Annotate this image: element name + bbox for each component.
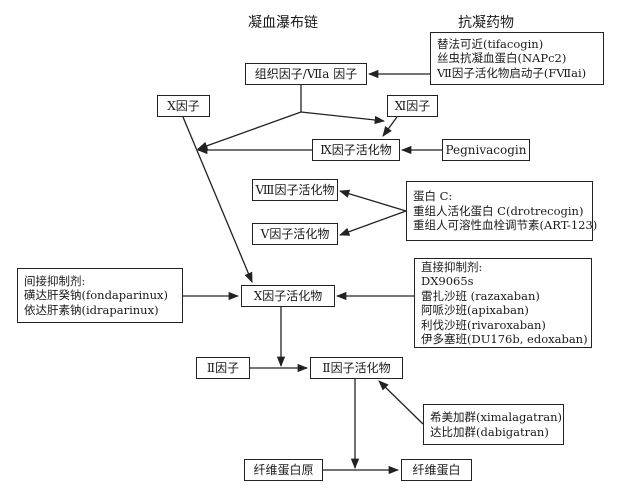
drug-item: Ⅶ因子活化物启动子(FⅦai) <box>437 65 587 80</box>
drug-indirect-inhibitors: 间接抑制剂: 磺达肝癸钠(fondaparinux) 依达肝素钠(idrapar… <box>17 268 183 323</box>
drug-item: 间接抑制剂: <box>24 273 86 288</box>
node-factor-va: Ⅴ因子活化物 <box>252 223 338 245</box>
drug-item: 利伐沙班(rivaroxaban) <box>421 317 546 332</box>
node-factor-xa: Ⅹ因子活化物 <box>241 285 335 307</box>
edge-tf-xi <box>300 111 386 125</box>
drug-item: 丝虫抗凝血蛋白(NAPc2) <box>437 51 567 66</box>
drug-thrombin-inhibitors: 希美加群(ximalagatran) 达比加群(dabigatran) <box>423 404 564 445</box>
drug-item: 磺达肝癸钠(fondaparinux) <box>24 288 168 303</box>
edge-tf-x <box>197 111 302 150</box>
drug-item: DX9065s <box>421 274 474 288</box>
node-fibrinogen: 纤维蛋白原 <box>244 459 323 481</box>
drug-direct-inhibitors: 直接抑制剂: DX9065s 雷扎沙班 (razaxaban) 阿哌沙班(api… <box>414 258 592 348</box>
edge-x-xa <box>182 116 253 283</box>
node-fibrin: 纤维蛋白 <box>401 459 472 481</box>
drug-tf-inhibitors: 替法可近(tifacogin) 丝虫抗凝血蛋白(NAPc2) Ⅶ因子活化物启动子… <box>430 32 604 85</box>
edge-pc-va <box>339 210 407 236</box>
drug-item: 重组人可溶性血栓调节素(ART-123) <box>413 218 598 233</box>
drug-item: 直接抑制剂: <box>421 259 483 274</box>
cascade-title: 凝血瀑布链 <box>248 15 318 31</box>
node-factor-ixa: Ⅸ因子活化物 <box>312 139 400 161</box>
drugs-title: 抗凝药物 <box>458 15 514 31</box>
edge-ti-iia <box>378 380 424 425</box>
drug-protein-c: 蛋白 C: 重组人活化蛋白 C(drotrecogin) 重组人可溶性血栓调节素… <box>406 181 597 241</box>
edge-xi-ixa <box>382 116 398 137</box>
drug-item: 伊多塞班(DU176b, edoxaban) <box>421 332 588 346</box>
drug-item: 蛋白 C: <box>413 189 453 204</box>
drug-item: 达比加群(dabigatran) <box>430 424 549 439</box>
node-factor-x: Ⅹ因子 <box>157 95 210 117</box>
node-tissue-factor: 组织因子/Ⅶa 因子 <box>245 63 367 85</box>
drug-item: 依达肝素钠(idraparinux) <box>24 302 159 317</box>
edge-pc-viiia <box>339 189 407 212</box>
drug-item: 替法可近(tifacogin) <box>437 36 544 51</box>
node-factor-viiia: Ⅷ因子活化物 <box>252 179 338 201</box>
drug-item: 重组人活化蛋白 C(drotrecogin) <box>413 203 584 218</box>
node-factor-ii: Ⅱ因子 <box>196 357 250 379</box>
drug-item: 希美加群(ximalagatran) <box>430 410 563 424</box>
drug-item: 雷扎沙班 (razaxaban) <box>421 288 540 303</box>
drug-pegnivacogin: Pegnivacogin <box>442 139 530 161</box>
node-factor-iia: Ⅱ因子活化物 <box>310 357 403 379</box>
node-factor-xi: Ⅺ因子 <box>387 95 438 117</box>
drug-item: 阿哌沙班(apixaban) <box>421 303 529 317</box>
